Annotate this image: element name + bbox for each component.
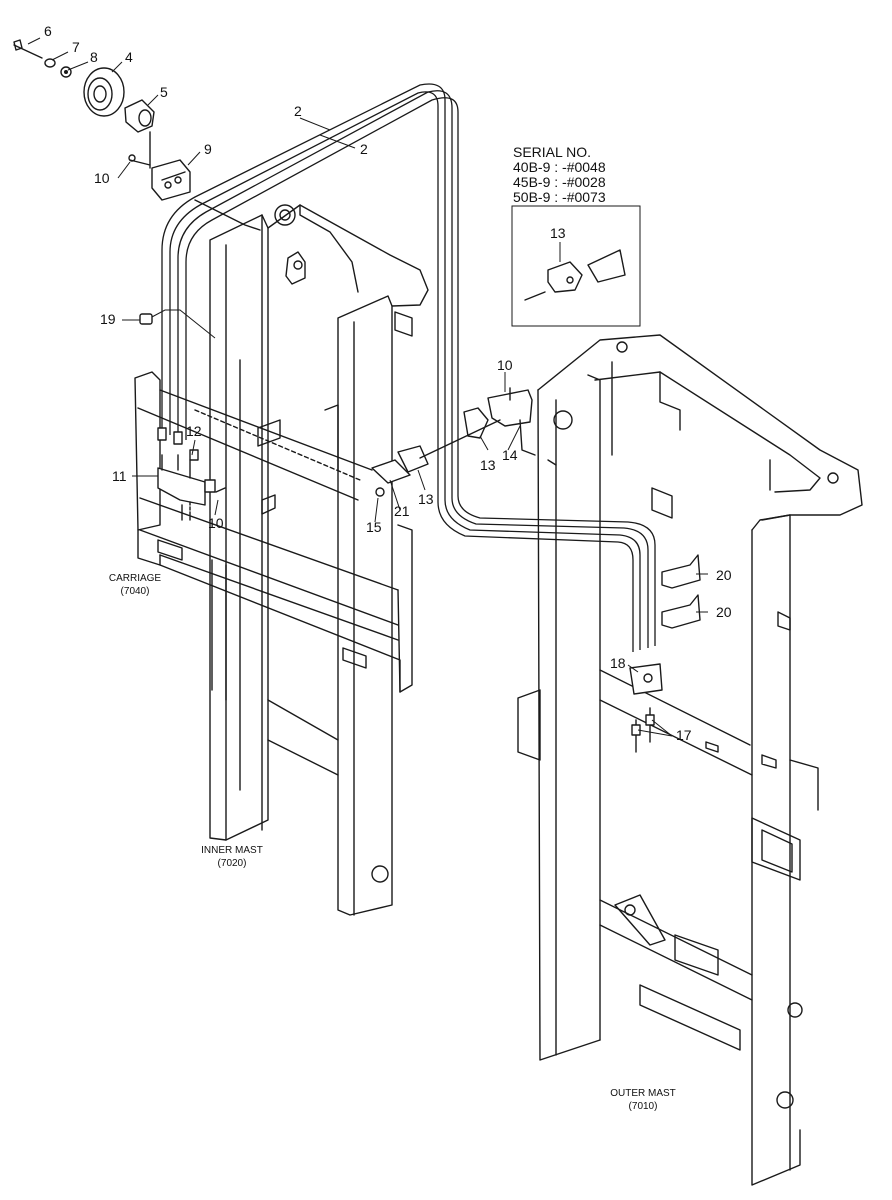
fittings-17-18 bbox=[629, 663, 663, 753]
label-part-21: 21 bbox=[394, 503, 410, 519]
serial-title: SERIAL NO. bbox=[513, 144, 591, 160]
bracket-9 bbox=[128, 131, 191, 201]
hydraulic-hoses bbox=[161, 83, 656, 652]
label-part-10c: 10 bbox=[497, 357, 513, 373]
serial-inset-frame bbox=[511, 205, 641, 327]
plates-21 bbox=[371, 419, 501, 497]
serial-text: SERIAL NO. 40B-9 : -#0048 45B-9 : -#0028… bbox=[513, 144, 606, 205]
caption-inner-mast-name: INNER MAST bbox=[201, 845, 263, 856]
label-part-10a: 10 bbox=[94, 170, 110, 186]
label-part-11: 11 bbox=[112, 468, 127, 484]
label-part-20b: 20 bbox=[716, 604, 732, 620]
label-part-20a: 20 bbox=[716, 567, 732, 583]
caption-carriage-code: (7040) bbox=[121, 586, 150, 597]
fitting-block bbox=[157, 427, 226, 521]
label-part-12: 12 bbox=[186, 423, 202, 439]
label-part-13c: 13 bbox=[550, 225, 566, 241]
label-part-18: 18 bbox=[610, 655, 626, 671]
serial-line-40b: 40B-9 : -#0048 bbox=[513, 159, 606, 175]
label-part-7: 7 bbox=[72, 39, 80, 55]
label-part-9: 9 bbox=[204, 141, 212, 157]
label-part-15: 15 bbox=[366, 519, 382, 535]
serial-inset bbox=[511, 205, 641, 327]
label-part-17: 17 bbox=[676, 727, 692, 743]
carriage bbox=[134, 371, 413, 701]
label-part-2a: 2 bbox=[294, 103, 302, 119]
caption-inner-mast-code: (7020) bbox=[218, 858, 247, 869]
outer-mast bbox=[517, 334, 863, 1186]
caption-outer-mast-name: OUTER MAST bbox=[610, 1088, 676, 1099]
label-part-5: 5 bbox=[160, 84, 168, 100]
inner-mast bbox=[209, 204, 429, 916]
pulley-assembly bbox=[13, 39, 155, 133]
label-part-2b: 2 bbox=[360, 141, 368, 157]
label-part-4: 4 bbox=[125, 49, 133, 65]
connector-19 bbox=[139, 309, 216, 339]
serial-line-45b: 45B-9 : -#0028 bbox=[513, 174, 606, 190]
leader-lines bbox=[27, 37, 708, 737]
caption-carriage-name: CARRIAGE bbox=[109, 573, 162, 584]
part-labels: 6 7 8 4 5 2 2 9 10 19 12 11 10 15 21 13 … bbox=[44, 23, 732, 743]
label-part-14: 14 bbox=[502, 447, 518, 463]
clips-20 bbox=[661, 554, 701, 629]
label-part-6: 6 bbox=[44, 23, 52, 39]
bracket-14 bbox=[463, 387, 536, 456]
label-part-8: 8 bbox=[90, 49, 98, 65]
assembly-captions: CARRIAGE (7040) INNER MAST (7020) OUTER … bbox=[109, 573, 676, 1112]
label-part-13b: 13 bbox=[480, 457, 496, 473]
caption-outer-mast-code: (7010) bbox=[629, 1101, 658, 1112]
label-part-19: 19 bbox=[100, 311, 116, 327]
label-part-13a: 13 bbox=[418, 491, 434, 507]
serial-line-50b: 50B-9 : -#0073 bbox=[513, 189, 606, 205]
label-part-10b: 10 bbox=[208, 515, 224, 531]
